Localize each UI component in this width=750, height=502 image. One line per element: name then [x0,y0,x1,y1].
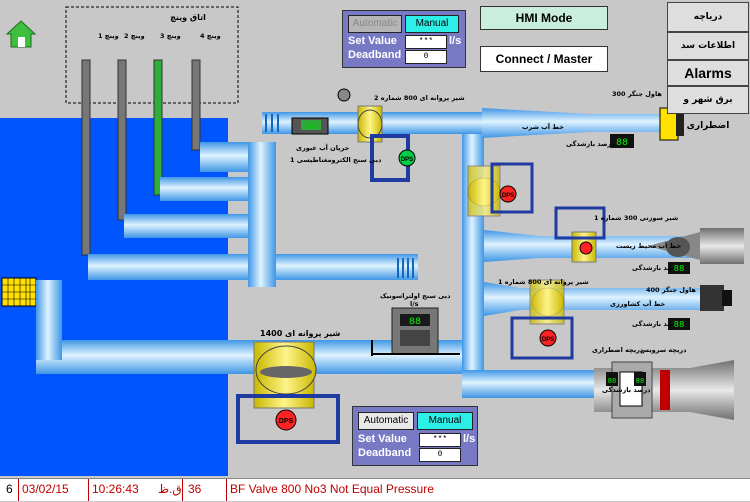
deadband-label-bottom: Deadband [358,447,412,459]
hollow-400-readout: 88 [674,320,685,330]
needle-readout: 88 [674,264,685,274]
label-bfv-800-2: شیر پروانه ای 800 شماره 2 [374,94,465,102]
butterfly-valve-800-no3: DPS [467,162,534,217]
automatic-button-bottom[interactable]: Automatic [358,412,414,430]
label-flow: جریان آب عبوری [296,143,350,152]
label-ultrasonic: دبی سنج اولتراسونیک [380,292,451,300]
deadband-input-bottom[interactable]: 0 [419,448,461,462]
butterfly-valve-800-no1: DPS [510,279,574,360]
winch-room-box [65,6,239,104]
label-pct-2: درصد بازشدگی [632,320,681,328]
label-drinking: خط آب شرب [522,122,564,131]
alarm-time: 10:26:43 [92,482,139,496]
connect-master-button[interactable]: Connect / Master [480,46,608,72]
alarm-status-bar[interactable]: 6 03/02/15 10:26:43 ق.ظ 36 BF Valve 800 … [0,478,750,501]
winch-cables [81,59,201,256]
svg-text:DPS: DPS [542,337,554,343]
label-bfv-1400: شیر پروانه ای 1400 [260,329,340,338]
flow-readout: 88 [307,123,317,132]
winch-label-2: وینچ 2 [124,32,145,40]
label-hollow-400: هاول جنگر 400 [646,286,696,294]
label-electromagnetic: دبی سنج الکترومغناطیسی 1 [290,156,382,164]
label-emergency-gate: دریچه اضطراری [592,346,644,354]
gate-service-readout: 88 [636,378,644,386]
winch-label-3: وینچ 3 [160,32,181,40]
butterfly-valve-1400: DPS [236,341,340,444]
needle-valve-300 [554,206,606,263]
alarm-period: ق.ظ [158,482,182,496]
label-agri: خط آب کشاورزی [610,299,666,308]
hmi-mode-button[interactable]: HMI Mode [480,6,608,30]
nav-power[interactable]: برق شهر و اضطراری [667,86,749,131]
set-value-label-top: Set Value [348,35,397,47]
manual-button-bottom[interactable]: Manual [417,412,473,430]
label-pct-1: درصد بازشدگی [632,264,681,272]
alarm-date: 03/02/15 [22,482,69,496]
label-hollow-300: هاول جنگر 300 [612,90,662,98]
ultrasonic-readout: 88 [409,317,421,328]
set-value-input-top[interactable]: *** [405,35,447,49]
alarm-index: 6 [6,482,13,496]
winch-room-title: اتاق وینچ [170,13,206,22]
label-ultrasonic-unit: l/s [410,300,419,308]
manual-button-top[interactable]: Manual [405,15,459,33]
hollow-300-readout: 88 [616,138,628,149]
label-service-gate: دریچه سرویس [640,346,687,354]
label-gate-pct: درصد بازشدگی [602,386,651,394]
svg-text:DPS: DPS [502,193,514,199]
winch-label-1: وینچ 1 [98,32,119,40]
label-env: خط آب محیط زیست [616,241,682,250]
automatic-button-top[interactable]: Automatic [348,15,402,33]
unit-label-bottom: l/s [463,433,476,445]
deadband-input-top[interactable]: 0 [405,50,447,64]
alarm-code: 36 [188,482,202,496]
unit-label-top: l/s [449,35,462,47]
dps-top: DPS [370,134,416,182]
svg-text:DPS: DPS [401,157,413,163]
set-value-input-bottom[interactable]: *** [419,433,461,447]
nav-lake[interactable]: دریاچه [667,2,749,32]
alarm-message: BF Valve 800 No3 Not Equal Pressure [230,482,434,496]
label-needle: شیر سوزنی 300 شماره 1 [594,214,678,222]
reservoir [0,118,228,476]
nav-alarms[interactable]: Alarms [667,60,749,86]
svg-text:DPS: DPS [279,418,294,425]
deadband-label-top: Deadband [348,49,402,61]
nav-dam-info[interactable]: اطلاعات سد [667,32,749,60]
flow-control-panel-bottom: Automatic Manual Set Value Deadband *** … [352,406,478,466]
label-pct-top: درصد بازشدگی [566,140,615,148]
gate-emergency-readout: 88 [608,378,616,386]
home-icon[interactable] [4,18,38,50]
label-bfv-800-1: شیر پروانه ای 800 شماره 1 [498,278,589,286]
intake-pipes [88,142,418,287]
set-value-label-bottom: Set Value [358,433,407,445]
winch-label-4: وینچ 4 [200,32,221,40]
flow-control-panel-top: Automatic Manual Set Value Deadband *** … [342,10,466,68]
